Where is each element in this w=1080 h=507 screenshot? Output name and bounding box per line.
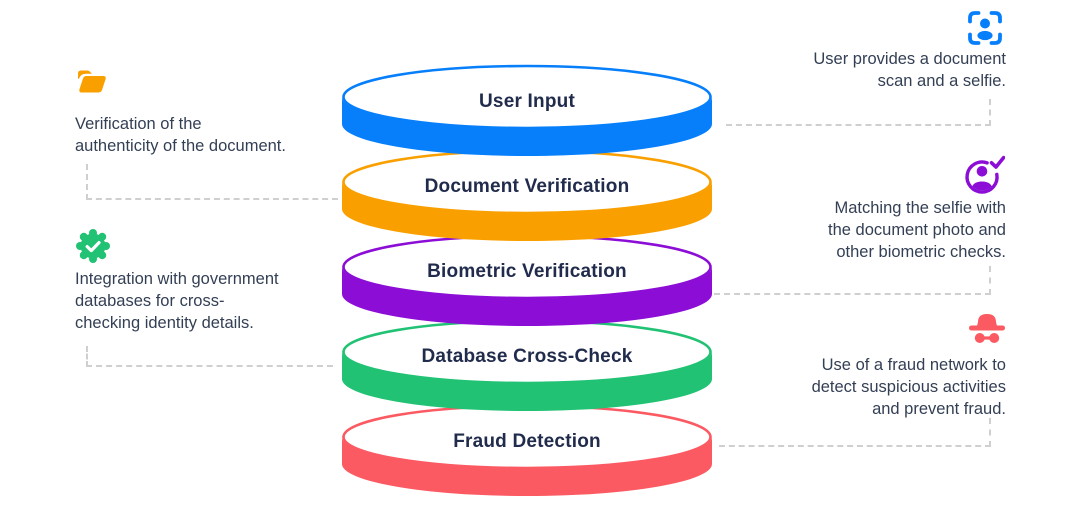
- disk-label: Document Verification: [424, 176, 630, 197]
- face-scan-icon: [965, 8, 1005, 53]
- connector-database-cross-check: [86, 346, 333, 367]
- disk-label: Fraud Detection: [453, 431, 601, 452]
- disk-label: Biometric Verification: [427, 261, 627, 282]
- cylinder-graphic: [342, 149, 712, 241]
- note-document-verification: Verification of the authenticity of the …: [75, 115, 286, 155]
- user-check-icon: [963, 154, 1006, 201]
- folder-icon: [75, 66, 109, 101]
- note-user-input: User provides a document scan and a self…: [813, 50, 1006, 90]
- cylinder-graphic: [342, 64, 712, 156]
- disk-fraud-detection: Fraud Detection: [337, 403, 717, 499]
- connector-fraud-detection: [719, 418, 991, 447]
- cylinder-graphic: [342, 404, 712, 496]
- connector-biometric-verification: [714, 266, 991, 295]
- note-fraud-detection: Use of a fraud network to detect suspici…: [811, 356, 1006, 418]
- disk-biometric-verification: Biometric Verification: [337, 233, 717, 329]
- disk-document-verification: Document Verification: [337, 148, 717, 244]
- disk-label: Database Cross-Check: [421, 346, 633, 367]
- cylinder-graphic: [342, 234, 712, 326]
- note-biometric-verification: Matching the selfie with the document ph…: [828, 199, 1006, 261]
- disk-label: User Input: [479, 91, 575, 112]
- note-database-cross-check: Integration with government databases fo…: [75, 270, 279, 332]
- verified-badge-icon: [75, 228, 111, 269]
- disk-database-cross-check: Database Cross-Check: [337, 318, 717, 414]
- incognito-icon: [966, 312, 1008, 349]
- cylinder-graphic: [342, 319, 712, 411]
- connector-user-input: [726, 99, 991, 126]
- disk-user-input: User Input: [337, 63, 717, 159]
- connector-document-verification: [86, 164, 338, 200]
